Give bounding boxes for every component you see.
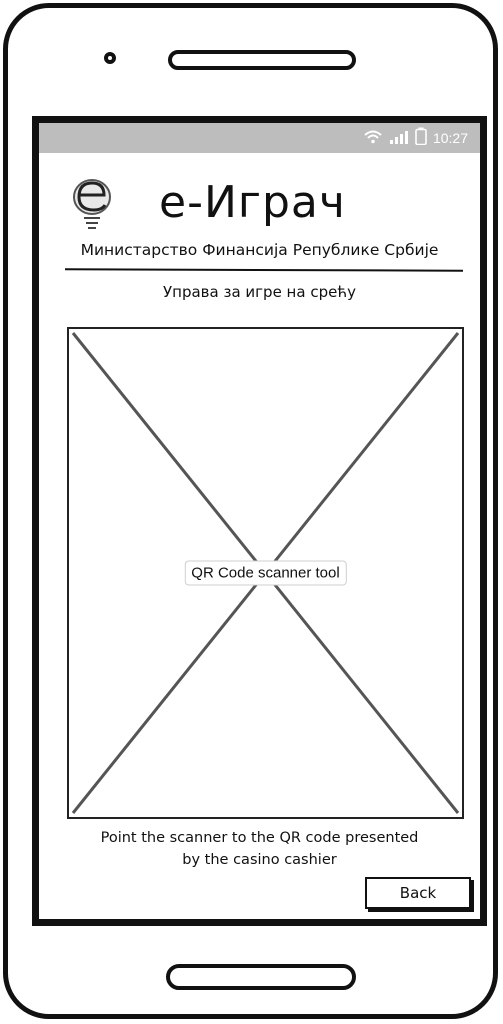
instruction-line-1: Point the scanner to the QR code present…: [100, 830, 419, 846]
back-button[interactable]: Back: [365, 877, 471, 909]
scanner-label: QR Code scanner tool: [184, 560, 347, 586]
speaker-grille: [168, 50, 356, 70]
ministry-name: Министарство Финансија Републике Србије: [80, 241, 439, 259]
camera-icon: [104, 52, 116, 64]
e-logo-icon: [69, 175, 117, 231]
status-time: 10:27: [432, 130, 468, 146]
header-divider: [64, 268, 464, 272]
signal-icon: [389, 129, 409, 148]
app-title: е-Играч: [159, 177, 346, 228]
phone-frame: 10:27 е-Играч Министарство Финансија Реп…: [3, 3, 498, 1019]
phone-screen: 10:27 е-Играч Министарство Финансија Реп…: [32, 116, 487, 926]
battery-icon: [415, 127, 427, 149]
home-button[interactable]: [166, 964, 356, 990]
instruction-line-2: by the casino cashier: [182, 852, 337, 868]
qr-scanner-area[interactable]: QR Code scanner tool: [67, 327, 464, 819]
wifi-icon: [363, 129, 383, 148]
directorate-name: Управа за игре на срећу: [163, 283, 356, 301]
status-bar: 10:27: [39, 123, 480, 153]
scan-instruction: Point the scanner to the QR code present…: [39, 827, 480, 871]
